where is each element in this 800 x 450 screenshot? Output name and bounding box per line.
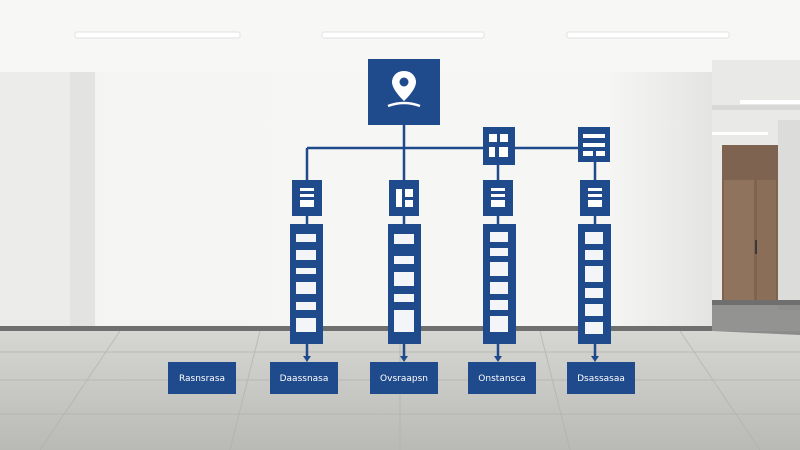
label-text-4: Onstansca [478,374,525,384]
corridor-light-1 [740,100,800,104]
ceiling-light-2 [321,31,485,39]
label-box-3 [370,362,438,394]
wood-door-right [757,180,776,300]
left-pillar-edge [70,72,95,330]
baseboard [0,326,712,331]
icon-boxes [292,180,610,216]
node-small-glyphs [489,134,605,157]
corridor-light-2 [712,132,768,135]
wood-door-left [724,180,754,300]
label-text-1: Rasnsrasa [179,374,225,384]
vertical-signs [290,224,611,344]
bottom-label-boxes: Rasnsrasa Daassnasa Ovsraapsn Onstansca … [168,362,635,394]
label-box-5 [567,362,635,394]
corridor-wall [778,120,800,310]
label-text-2: Daassnasa [280,374,329,384]
location-pin-icon [387,71,421,108]
label-box-4 [468,362,536,394]
corridor-baseboard [712,300,800,305]
connector-arrowheads [303,356,599,362]
ceiling-light-3 [566,31,730,39]
door-handle [755,240,757,254]
floor-tile-lines [0,330,800,450]
ceiling-light-1 [74,31,241,39]
label-box-2 [270,362,338,394]
node-small-3 [483,127,515,165]
corridor-soffit [712,105,800,110]
corridor-floor [712,305,800,335]
label-text-5: Dsassasaa [577,374,625,384]
org-connectors [305,124,597,358]
label-box-1 [168,362,236,394]
label-text-3: Ovsraapsn [380,374,428,384]
